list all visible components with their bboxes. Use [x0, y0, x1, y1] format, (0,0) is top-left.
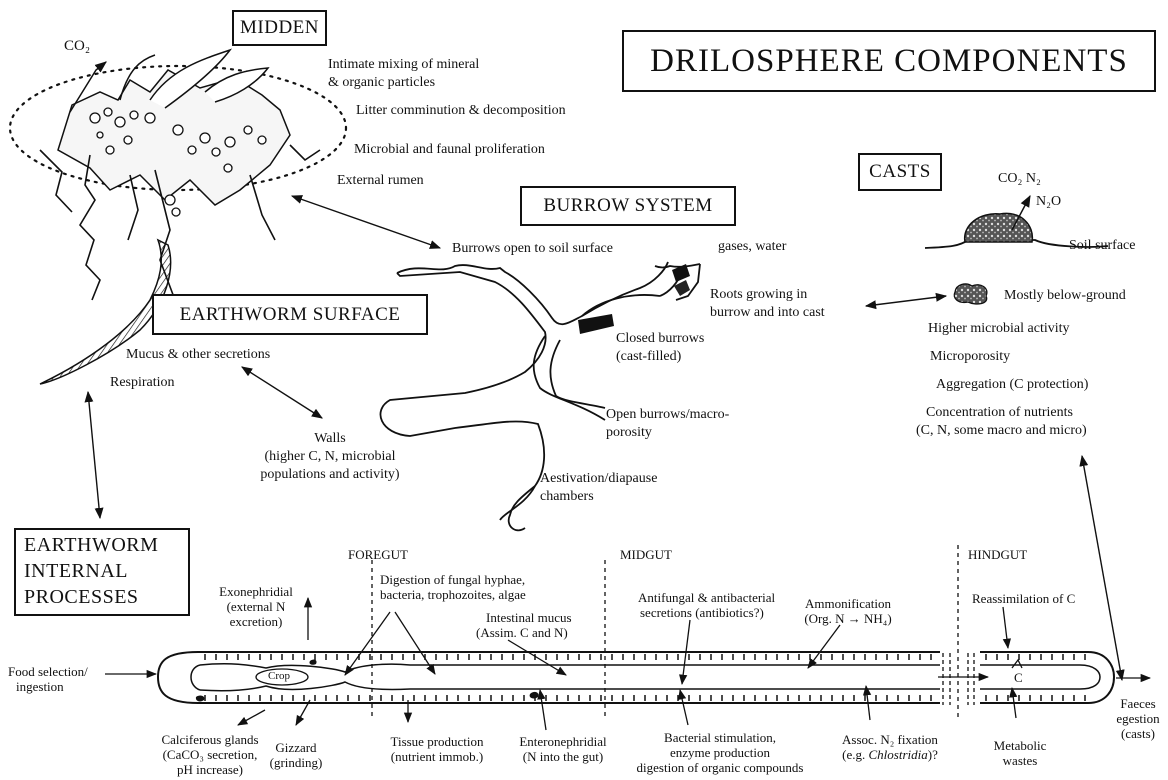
digest-2: bacteria, trophozoites, algae [380, 587, 526, 602]
anti-1: Antifungal & antibacterial [638, 590, 775, 605]
reassim: Reassimilation of C [972, 591, 1075, 606]
digest-1: Digestion of fungal hyphae, [380, 572, 525, 587]
faeces-1: Faeces [1108, 696, 1168, 711]
casts-heading-box: CASTS [858, 153, 942, 191]
internal-heading-line3: PROCESSES [24, 584, 182, 610]
casts-gas-2: N₂O [1036, 193, 1061, 210]
c-label: C [1014, 670, 1023, 685]
gizzard-1: Gizzard [256, 740, 336, 755]
surface-walls-3: populations and activity) [220, 466, 440, 483]
surface-heading: EARTHWORM SURFACE [180, 304, 401, 326]
burrow-open-macro-1: Open burrows/macro- [606, 406, 729, 423]
surface-walls-1: Walls [230, 430, 430, 447]
arrow-roots-casts [866, 296, 946, 306]
surface-respiration: Respiration [110, 374, 175, 391]
ammon-2: (Org. N → NH₄) [778, 611, 918, 626]
casts-heading: CASTS [869, 161, 931, 183]
assoc-2: (e.g. Chlostridia)? [820, 747, 960, 762]
faeces-3: (casts) [1108, 726, 1168, 741]
midden-heading-box: MIDDEN [232, 10, 327, 46]
main-title-box: DRILOSPHERE COMPONENTS [622, 30, 1156, 92]
main-title: DRILOSPHERE COMPONENTS [650, 43, 1128, 80]
midden-item-5: External rumen [337, 172, 424, 189]
arrow-surface-walls [242, 367, 322, 418]
casts-item-3: Aggregation (C protection) [936, 376, 1088, 393]
burrow-roots-1: Roots growing in [710, 286, 807, 303]
assoc-1: Assoc. N₂ fixation [820, 732, 960, 747]
midden-item-4: Microbial and faunal proliferation [354, 141, 545, 158]
arrow-midden-burrow [292, 196, 440, 248]
bact-1: Bacterial stimulation, [620, 730, 820, 745]
arrow-worm-internal [88, 392, 100, 518]
exo-1: Exonephridial [196, 584, 316, 599]
tissue-1: Tissue production [372, 734, 502, 749]
burrow-aestivation-2: chambers [540, 488, 594, 505]
burrow-aestivation-1: Aestivation/diapause [540, 470, 657, 487]
exo-2: (external N [196, 599, 316, 614]
arrow-casts-faeces [1082, 456, 1122, 680]
midden-heading: MIDDEN [240, 17, 319, 39]
assoc-2b: Chlostridia [869, 747, 928, 762]
entero-2: (N into the gut) [498, 749, 628, 764]
burrow-heading-box: BURROW SYSTEM [520, 186, 736, 226]
gizzard-2: (grinding) [256, 755, 336, 770]
gut-diagram [158, 545, 1114, 718]
surface-heading-box: EARTHWORM SURFACE [152, 294, 428, 335]
casts-below-ground: Mostly below-ground [1004, 287, 1126, 304]
midgut-label: MIDGUT [620, 546, 672, 563]
tissue-2: (nutrient immob.) [372, 749, 502, 764]
food-2: ingestion [16, 679, 64, 694]
cast-filled-plug [578, 314, 614, 334]
midden-co2: CO₂ [64, 38, 90, 55]
metab-2: wastes [980, 753, 1060, 768]
mucus-1: Intestinal mucus [486, 610, 572, 625]
ammon-1: Ammonification [778, 596, 918, 611]
internal-heading-line2: INTERNAL [24, 558, 182, 584]
entero-1: Enteronephridial [498, 734, 628, 749]
midden-item-2: & organic particles [328, 74, 435, 91]
surface-mucus: Mucus & other secretions [126, 346, 270, 363]
mucus-2: (Assim. C and N) [476, 625, 568, 640]
casts-item-2: Microporosity [930, 348, 1010, 365]
crop-label: Crop [268, 670, 290, 683]
assoc-2a: (e.g. [842, 747, 868, 762]
metab-1: Metabolic [980, 738, 1060, 753]
bact-2: enzyme production [620, 745, 820, 760]
burrow-open-surface: Burrows open to soil surface [452, 240, 613, 257]
casts-item-5: (C, N, some macro and micro) [916, 422, 1087, 439]
burrow-roots-2: burrow and into cast [710, 304, 825, 321]
foregut-label: FOREGUT [348, 546, 408, 563]
casts-soil-surface: Soil surface [1069, 237, 1135, 254]
hindgut-label: HINDGUT [968, 546, 1027, 563]
burrow-gases-water: gases, water [718, 238, 786, 255]
burrow-heading: BURROW SYSTEM [543, 195, 712, 217]
casts-gas-1: CO₂ N₂ [998, 170, 1041, 187]
bact-3: digestion of organic compounds [620, 760, 820, 775]
casts-item-4: Concentration of nutrients [926, 404, 1073, 421]
faeces-2: egestion [1108, 711, 1168, 726]
burrow-closed-1: Closed burrows [616, 330, 704, 347]
food-1: Food selection/ [8, 664, 88, 679]
midden-item-1: Intimate mixing of mineral [328, 56, 479, 73]
anti-2: secretions (antibiotics?) [640, 605, 764, 620]
surface-walls-2: (higher C, N, microbial [220, 448, 440, 465]
internal-heading-line1: EARTHWORM [24, 532, 182, 558]
assoc-2c: )? [928, 747, 938, 762]
internal-heading-box: EARTHWORM INTERNAL PROCESSES [14, 528, 190, 616]
burrow-closed-2: (cast-filled) [616, 348, 681, 365]
midden-item-3: Litter comminution & decomposition [356, 102, 566, 119]
exo-3: excretion) [196, 614, 316, 629]
burrow-open-macro-2: porosity [606, 424, 652, 441]
casts-item-1: Higher microbial activity [928, 320, 1070, 337]
